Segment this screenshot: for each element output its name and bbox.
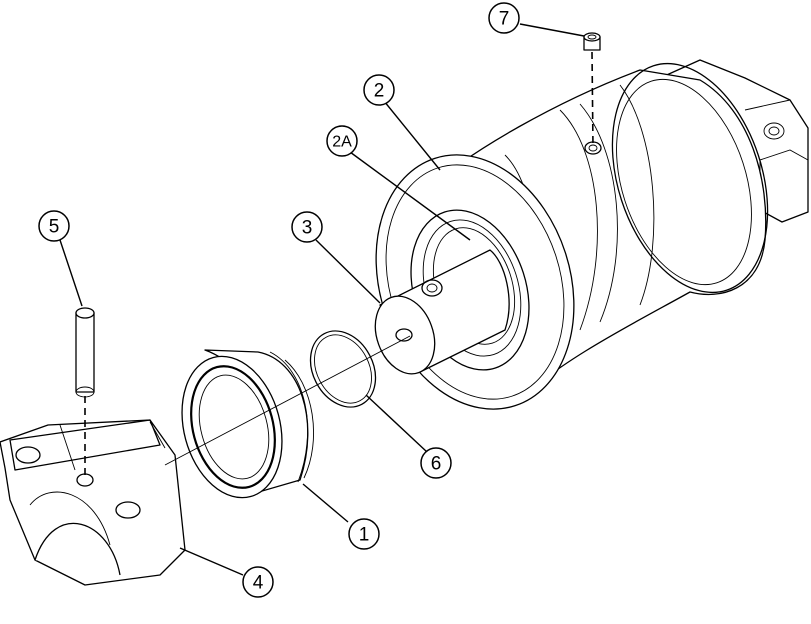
callout-6: 6 (420, 447, 452, 479)
plug-path (591, 51, 594, 149)
shaft (374, 249, 510, 375)
plug (583, 32, 601, 51)
callout-label: 1 (359, 525, 370, 546)
callout-2a: 2A (326, 125, 358, 157)
leader-lines (59, 23, 585, 576)
callout-label: 2 (374, 81, 385, 102)
callout-label: 2A (332, 134, 352, 151)
callout-5: 5 (38, 210, 70, 242)
center-axis (164, 335, 411, 466)
o-ring (309, 330, 377, 408)
callout-label: 5 (49, 217, 60, 238)
callout-2: 2 (363, 74, 395, 106)
callout-1: 1 (348, 518, 380, 550)
end-collar (0, 419, 186, 586)
callout-7: 7 (488, 2, 520, 34)
seal-ring (181, 349, 314, 499)
roller-assembly (375, 59, 809, 410)
callout-label: 3 (302, 218, 313, 239)
callout-label: 6 (431, 454, 442, 475)
callout-label: 4 (253, 573, 264, 594)
callout-4: 4 (242, 566, 274, 598)
pin (75, 307, 95, 398)
callout-label: 7 (499, 9, 510, 30)
callout-3: 3 (291, 211, 323, 243)
